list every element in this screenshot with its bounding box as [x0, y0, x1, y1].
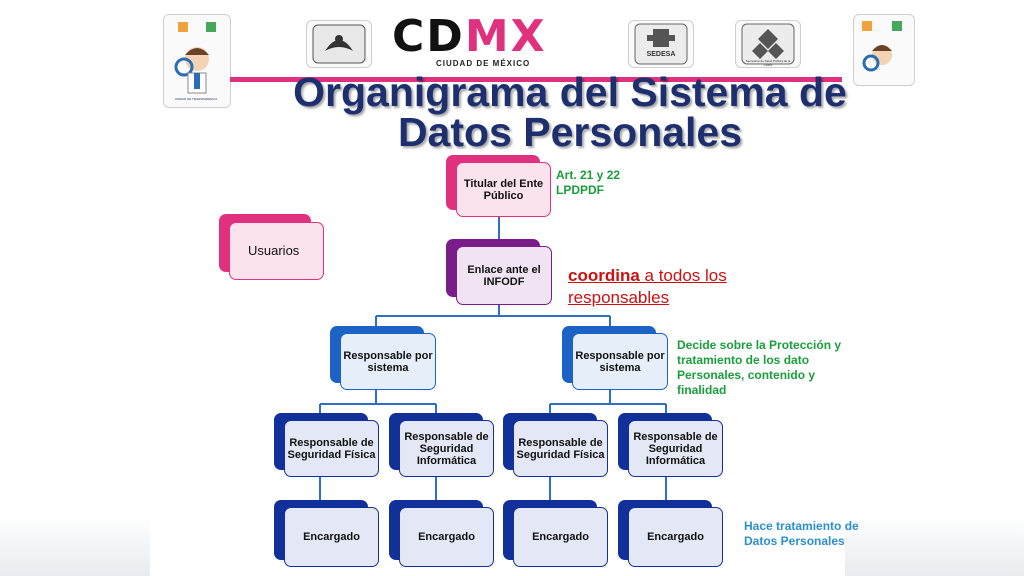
secretaria-logo: Secretaría de Salud Pública de la CDMX	[735, 20, 801, 68]
box-resp-sistema-1-label: Responsable por sistema	[343, 349, 433, 374]
cdmx-subtitle: CIUDAD DE MÉXICO	[436, 59, 531, 68]
title-line-2: Datos Personales	[397, 109, 743, 155]
box-seg-info-2-label: Responsable de Seguridad Informática	[633, 430, 718, 467]
sedesa-logo: SEDESA	[628, 20, 694, 68]
note-hace: Hace tratamiento de Datos Personales	[744, 519, 859, 548]
mascot-icon-right	[862, 21, 902, 72]
box-resp-sistema-2[interactable]: Responsable por sistema	[572, 333, 668, 390]
box-encargado-2[interactable]: Encargado	[399, 507, 494, 567]
note-articles: Art. 21 y 22 LPDPDF	[556, 168, 621, 197]
box-titular-label: Titular del Ente Público	[463, 177, 544, 202]
box-encargado-3[interactable]: Encargado	[513, 507, 608, 567]
title-line-1: Organigrama del Sistema de	[293, 69, 847, 115]
box-encargado-4[interactable]: Encargado	[628, 507, 723, 567]
box-enlace-label: Enlace ante el INFODF	[467, 263, 541, 288]
mascot-caption: UNIDAD DE TRANSPARENCIA	[174, 97, 218, 101]
note-decide: Decide sobre la Protección y tratamiento…	[677, 338, 842, 397]
note-coordina: coordina a todos los responsables	[568, 265, 768, 309]
box-seg-info-2[interactable]: Responsable de Seguridad Informática	[628, 420, 723, 477]
box-titular[interactable]: Titular del Ente Público	[456, 162, 551, 217]
box-seg-info-1-label: Responsable de Seguridad Informática	[404, 430, 489, 467]
accent-bar	[230, 77, 842, 82]
box-usuarios[interactable]: Usuarios	[229, 222, 324, 280]
diamond-shield-icon	[741, 23, 795, 65]
mascot-logo-left	[163, 14, 231, 108]
secretaria-label: Secretaría de Salud Pública de la CDMX	[745, 59, 791, 67]
box-encargado-3-label: Encargado	[532, 531, 589, 543]
box-encargado-2-label: Encargado	[418, 531, 475, 543]
box-encargado-4-label: Encargado	[647, 531, 704, 543]
eagle-seal-icon	[312, 24, 366, 64]
box-seg-fisica-1-label: Responsable de Seguridad Física	[287, 436, 376, 461]
government-seal-logo	[306, 20, 372, 68]
sedesa-label: SEDESA	[646, 51, 676, 58]
coordina-keyword: coordina	[568, 266, 640, 285]
box-encargado-1[interactable]: Encargado	[284, 507, 379, 567]
box-seg-info-1[interactable]: Responsable de Seguridad Informática	[399, 420, 494, 477]
sedesa-icon	[634, 23, 688, 65]
box-seg-fisica-2[interactable]: Responsable de Seguridad Física	[513, 420, 608, 477]
mascot-icon	[174, 22, 216, 94]
mascot-logo-right	[853, 14, 915, 86]
coordina-rest: a todos los responsables	[568, 266, 727, 307]
box-enlace[interactable]: Enlace ante el INFODF	[456, 246, 552, 305]
page-title: Organigrama del Sistema de Datos Persona…	[230, 69, 910, 155]
box-usuarios-label: Usuarios	[248, 243, 300, 258]
cdmx-brand: CDMX	[392, 11, 547, 62]
box-resp-sistema-2-label: Responsable por sistema	[575, 349, 665, 374]
box-encargado-1-label: Encargado	[303, 531, 360, 543]
box-seg-fisica-2-label: Responsable de Seguridad Física	[516, 436, 605, 461]
box-resp-sistema-1[interactable]: Responsable por sistema	[340, 333, 436, 390]
box-seg-fisica-1[interactable]: Responsable de Seguridad Física	[284, 420, 379, 477]
